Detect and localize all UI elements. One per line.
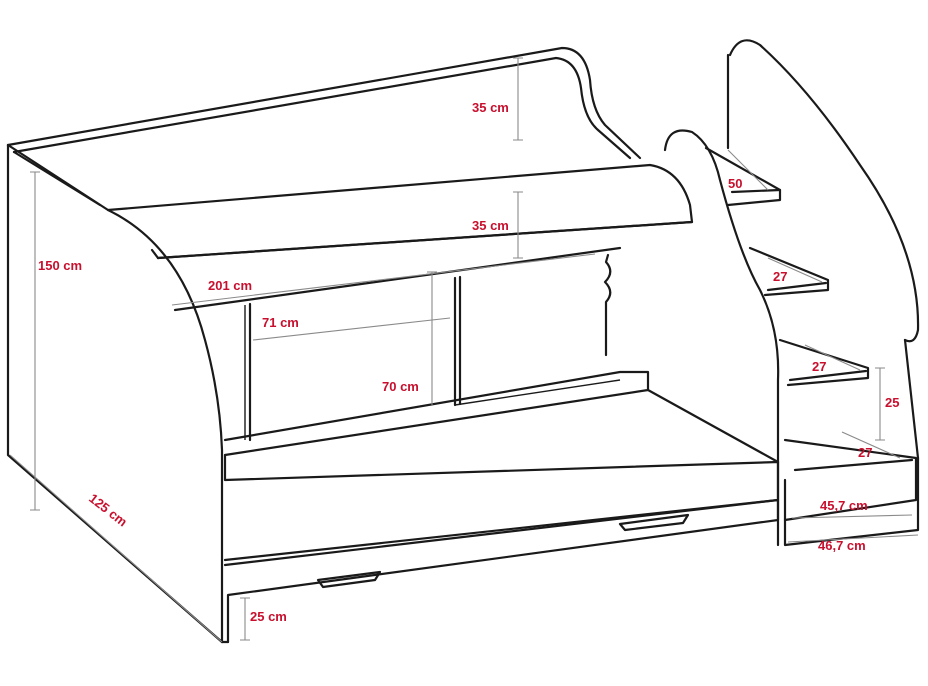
label-top-guard-height: 35 cm: [472, 100, 509, 115]
label-step-rise: 25: [885, 395, 899, 410]
label-step-4-depth: 27: [858, 445, 872, 460]
bed-frame: [6, 46, 780, 644]
label-stair-outer-width: 46,7 cm: [818, 538, 866, 553]
label-step-3-depth: 27: [812, 359, 826, 374]
label-stair-inner-width: 45,7 cm: [820, 498, 868, 513]
label-overall-height: 150 cm: [38, 258, 82, 273]
label-opening-height: 70 cm: [382, 379, 419, 394]
label-step-2-depth: 27: [773, 269, 787, 284]
dimension-lines: [9, 57, 919, 643]
dimension-labels: 150 cm 125 cm 35 cm 35 cm 201 cm 71 cm 7…: [38, 100, 899, 624]
label-middle-guard-height: 35 cm: [472, 218, 509, 233]
label-depth: 125 cm: [86, 491, 130, 530]
label-top-step-depth: 50: [728, 176, 742, 191]
staircase: [663, 39, 920, 547]
label-opening-width: 71 cm: [262, 315, 299, 330]
label-drawer-height: 25 cm: [250, 609, 287, 624]
label-length: 201 cm: [208, 278, 252, 293]
